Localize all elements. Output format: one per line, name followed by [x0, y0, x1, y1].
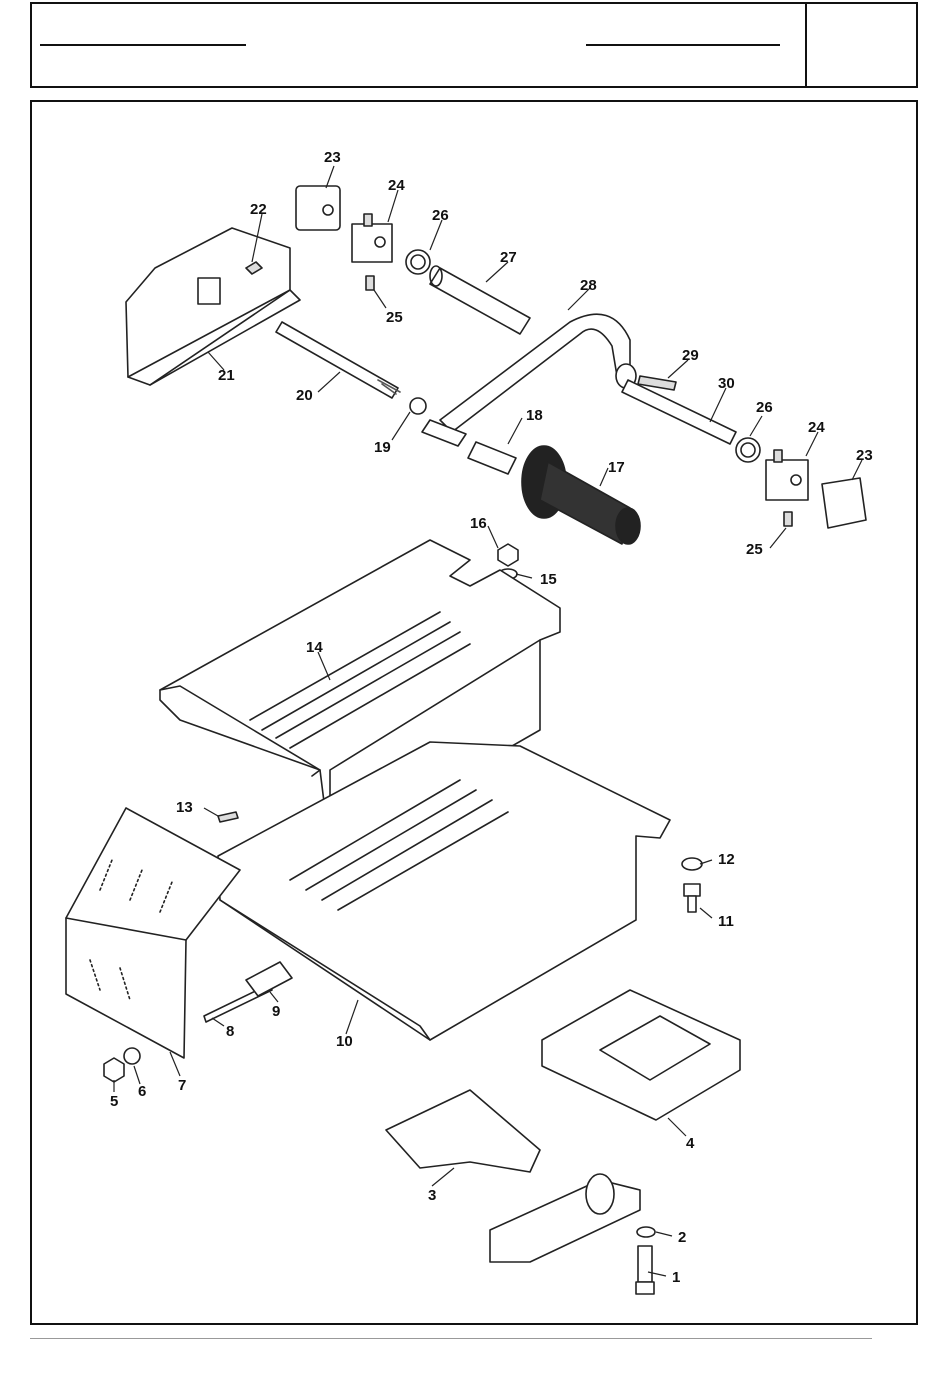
bracket-arm-part — [386, 1090, 540, 1172]
callout-label: 16 — [470, 515, 487, 532]
bushing-part — [468, 442, 516, 474]
washer-part — [124, 1048, 140, 1064]
callout-label: 28 — [580, 277, 597, 294]
nut-part — [498, 544, 518, 566]
perforated-cover-part — [66, 808, 240, 1058]
side-bracket-part — [126, 228, 300, 385]
callout-label: 8 — [226, 1023, 234, 1040]
footer-rule — [30, 1338, 872, 1339]
callout-label: 27 — [500, 249, 517, 266]
block-cap-part — [822, 478, 866, 528]
mounting-frame-part — [542, 990, 740, 1120]
washer-part — [682, 858, 702, 870]
callout-label: 14 — [306, 639, 323, 656]
washer-part — [637, 1227, 655, 1237]
callout-label: 23 — [856, 447, 873, 464]
callout-label: 24 — [808, 419, 825, 436]
callout-label: 19 — [374, 439, 391, 456]
axle-assembly — [490, 1174, 640, 1262]
callout-label: 17 — [608, 459, 625, 476]
lower-tray-part — [218, 742, 670, 1040]
callout-label: 5 — [110, 1093, 118, 1110]
callout-label: 24 — [388, 177, 405, 194]
callout-label: 21 — [218, 367, 235, 384]
set-screw-part — [784, 512, 792, 526]
callout-label: 7 — [178, 1077, 186, 1094]
callout-label: 10 — [336, 1033, 353, 1050]
pin-part — [218, 812, 238, 822]
nut-part — [104, 1058, 124, 1082]
callout-label: 9 — [272, 1003, 280, 1020]
sleeve-part — [430, 266, 530, 334]
ring-part — [406, 250, 430, 274]
callout-label: 20 — [296, 387, 313, 404]
callout-label: 3 — [428, 1187, 436, 1204]
callout-label: 6 — [138, 1083, 146, 1100]
bolt-part — [636, 1246, 654, 1294]
callout-label: 18 — [526, 407, 543, 424]
callout-label: 26 — [756, 399, 773, 416]
callout-label: 30 — [718, 375, 735, 392]
ring-part — [736, 438, 760, 462]
collar-part — [352, 214, 392, 262]
set-screw-part — [366, 276, 374, 290]
callout-label: 2 — [678, 1229, 686, 1246]
callout-label: 4 — [686, 1135, 695, 1152]
callout-label: 15 — [540, 571, 557, 588]
callout-label: 13 — [176, 799, 193, 816]
collar-part — [766, 450, 808, 500]
callout-label: 26 — [432, 207, 449, 224]
callout-label: 11 — [718, 913, 734, 930]
callout-label: 12 — [718, 851, 735, 868]
bolt-part — [684, 884, 700, 912]
callout-label: 22 — [250, 201, 267, 218]
callout-label: 29 — [682, 347, 699, 364]
washer-part — [410, 398, 426, 414]
callout-label: 25 — [386, 309, 403, 326]
callout-label: 1 — [672, 1269, 680, 1286]
callout-label: 23 — [324, 149, 341, 166]
shaft-part — [276, 322, 400, 398]
callout-label: 25 — [746, 541, 763, 558]
spacer-part — [246, 962, 292, 996]
block-cap-part — [296, 186, 340, 230]
